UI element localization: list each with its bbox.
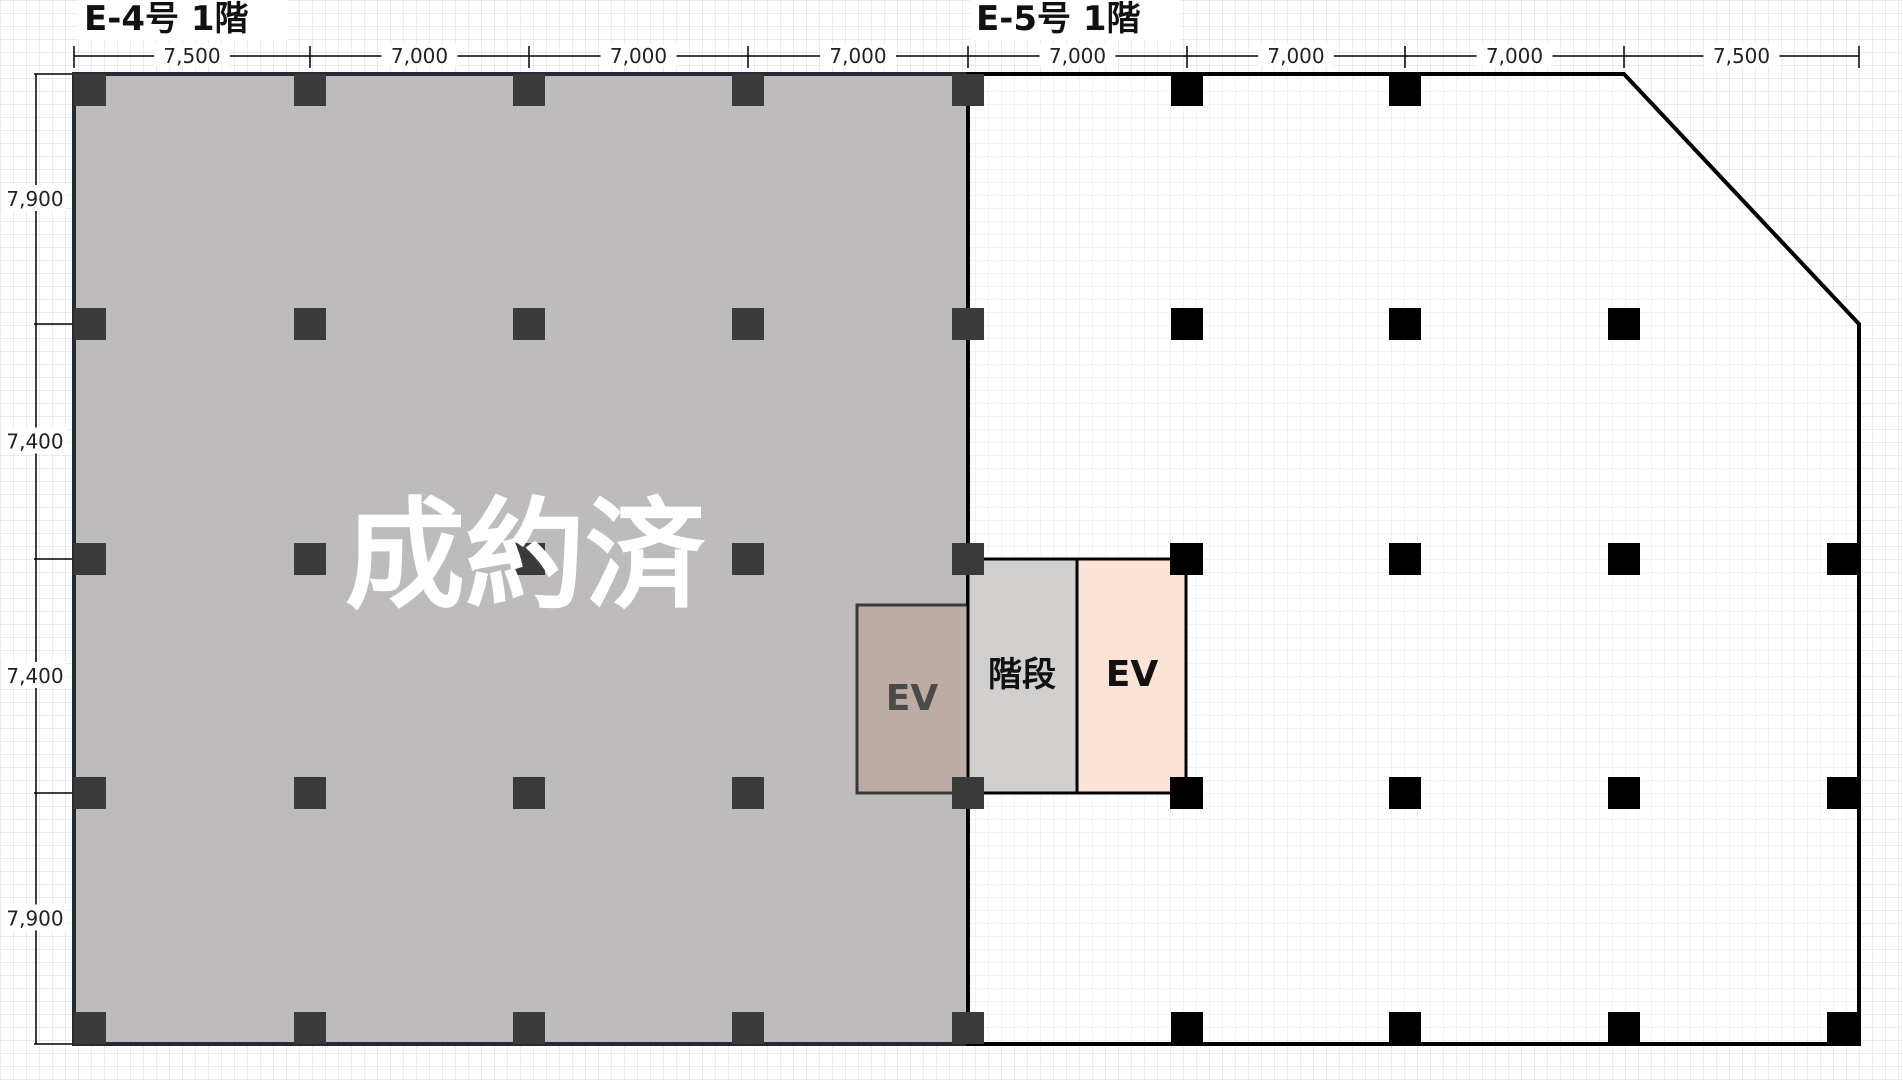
structural-column: [1608, 308, 1640, 340]
title-right-bg: [970, 0, 1180, 40]
structural-column: [732, 308, 764, 340]
left-dimension-label: 7,900: [6, 187, 63, 211]
top-dimension-label: 7,500: [1713, 44, 1770, 68]
top-dimension-label: 7,500: [163, 44, 220, 68]
structural-column: [1389, 777, 1421, 809]
top-dimension-label-bg: [600, 44, 677, 66]
structural-column: [1170, 777, 1202, 809]
left-dimension-label-bg: [2, 185, 66, 211]
structural-column: [1827, 777, 1859, 809]
structural-column: [732, 74, 764, 106]
structural-column: [1827, 1012, 1859, 1044]
structural-column: [513, 308, 545, 340]
left-dimension-label: 7,900: [6, 907, 63, 931]
structural-column: [74, 308, 106, 340]
top-dimension-label: 7,000: [1486, 44, 1543, 68]
structural-column: [294, 74, 326, 106]
structural-column: [1170, 543, 1202, 575]
structural-column: [1171, 74, 1203, 106]
top-dimension-label-bg: [1039, 44, 1116, 66]
structural-column: [952, 74, 984, 106]
left-dimension-label: 7,400: [6, 664, 63, 688]
structural-column: [1389, 74, 1421, 106]
left-dimension-label-bg: [2, 904, 66, 931]
structural-column: [294, 308, 326, 340]
ev-right-label: EV: [1106, 654, 1159, 695]
structural-column: [513, 777, 545, 809]
top-dimension-label: 7,000: [610, 44, 667, 68]
structural-column: [1389, 1012, 1421, 1044]
structural-column: [1389, 308, 1421, 340]
structural-column: [1171, 308, 1203, 340]
structural-column: [1608, 543, 1640, 575]
structural-column: [952, 777, 984, 809]
top-dimension-label-bg: [154, 44, 230, 66]
structural-column: [74, 777, 106, 809]
structural-column: [294, 1012, 326, 1044]
left-dimension-label: 7,400: [6, 430, 63, 454]
structural-column: [74, 543, 106, 575]
title-left-bg: [78, 0, 288, 40]
structural-column: [294, 777, 326, 809]
top-dimension-label-bg: [820, 44, 896, 66]
structural-column: [732, 777, 764, 809]
top-dimension-line: 7,500 7,000 7,000 7,000 7,000 7,000 7,000 7,500: [73, 44, 1860, 68]
structural-column: [1608, 777, 1640, 809]
structural-column: [294, 543, 326, 575]
top-dimension-label-bg: [1703, 44, 1780, 66]
top-dimension-label: 7,000: [1267, 44, 1324, 68]
structural-column: [1827, 543, 1859, 575]
structural-column: [732, 1012, 764, 1044]
structural-column: [513, 74, 545, 106]
top-dimension-label-bg: [1258, 44, 1334, 66]
left-dimension-label-bg: [2, 427, 66, 454]
top-dimension-label: 7,000: [829, 44, 886, 68]
top-dimension-label: 7,000: [391, 44, 448, 68]
stairs-label: 階段: [988, 655, 1056, 695]
structural-column: [1608, 1012, 1640, 1044]
top-dimension-label-bg: [1476, 44, 1553, 66]
structural-column: [513, 543, 545, 575]
contracted-overlay-label: 成約済: [345, 487, 706, 626]
title-left: E-4号 1階: [84, 0, 249, 39]
structural-columns: [74, 74, 1859, 1044]
title-right: E-5号 1階: [976, 0, 1141, 39]
structural-column: [952, 308, 984, 340]
structural-column: [513, 1012, 545, 1044]
structural-column: [952, 1012, 984, 1044]
structural-column: [1171, 1012, 1203, 1044]
structural-column: [732, 543, 764, 575]
structural-column: [952, 543, 984, 575]
structural-column: [74, 74, 106, 106]
structural-column: [74, 1012, 106, 1044]
left-dimension-line: 7,900 7,400 7,400 7,900: [2, 73, 74, 1045]
ev-left-label: EV: [886, 678, 939, 719]
stairs-room: [966, 557, 1079, 795]
ev-right-room: [1075, 557, 1188, 795]
top-dimension-label: 7,000: [1049, 44, 1106, 68]
left-dimension-label-bg: [2, 662, 66, 688]
top-dimension-label-bg: [381, 44, 458, 66]
structural-column: [1389, 543, 1421, 575]
ev-left-room: [855, 603, 970, 795]
